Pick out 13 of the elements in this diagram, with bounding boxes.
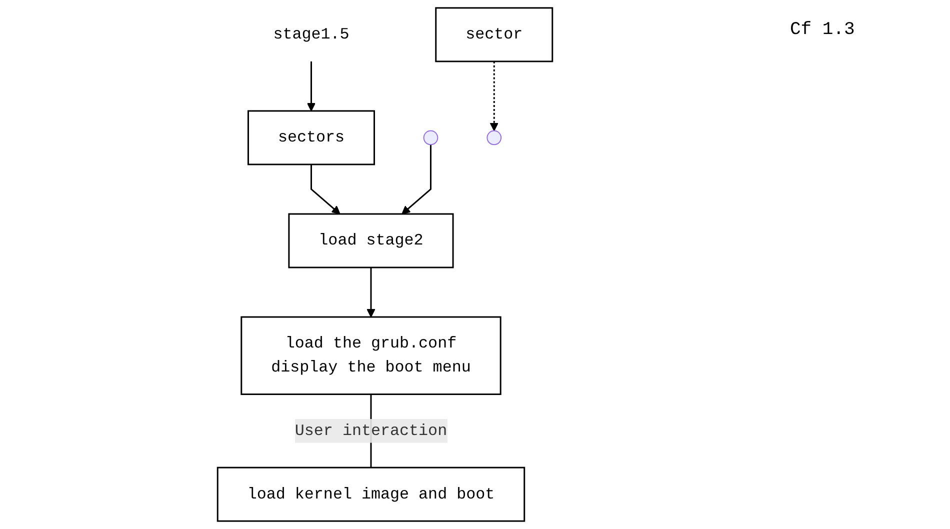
arrow	[366, 267, 376, 318]
arrow	[306, 61, 316, 112]
node-box: load kernel image and boot	[216, 466, 526, 522]
node-text: stage1.5	[273, 26, 350, 44]
arrow	[310, 164, 340, 214]
edge-label: User interaction	[294, 422, 448, 440]
node-box: load the grub.conf display the boot menu	[240, 316, 502, 396]
note-text: Cf 1.3	[790, 20, 856, 40]
node-box: sectors	[248, 110, 375, 166]
arrow	[490, 61, 498, 132]
node-box: sector	[435, 7, 554, 62]
node-box: load stage2	[288, 213, 454, 268]
arrow	[402, 144, 432, 214]
